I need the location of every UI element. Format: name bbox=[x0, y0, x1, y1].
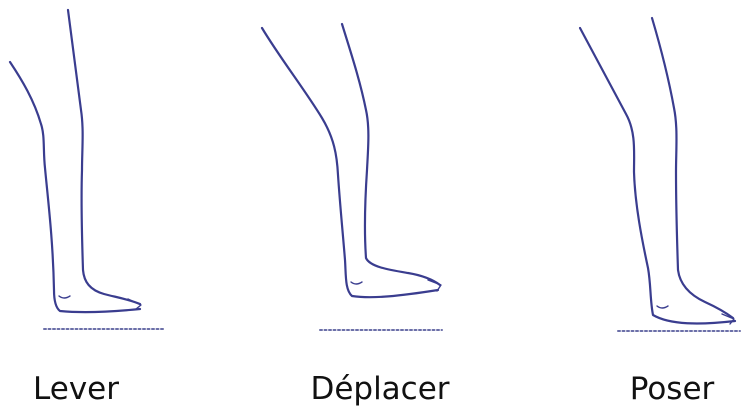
leg-back-outline bbox=[10, 62, 140, 312]
leg-back-outline bbox=[262, 28, 438, 297]
caption-deplacer: Déplacer bbox=[310, 374, 449, 405]
leg-front-outline bbox=[342, 24, 440, 285]
ankle-mark bbox=[351, 282, 362, 284]
ankle-mark bbox=[657, 306, 668, 308]
caption-poser: Poser bbox=[630, 374, 715, 405]
leg-back-outline bbox=[580, 28, 735, 323]
leg-drawing-lever bbox=[10, 10, 164, 329]
leg-drawing-poser bbox=[580, 18, 740, 331]
leg-drawing-deplacer bbox=[262, 24, 442, 330]
caption-lever: Lever bbox=[33, 374, 119, 405]
toe-tip bbox=[128, 299, 141, 309]
leg-front-outline bbox=[652, 18, 733, 318]
leg-front-outline bbox=[68, 10, 140, 304]
ankle-mark bbox=[59, 296, 70, 298]
